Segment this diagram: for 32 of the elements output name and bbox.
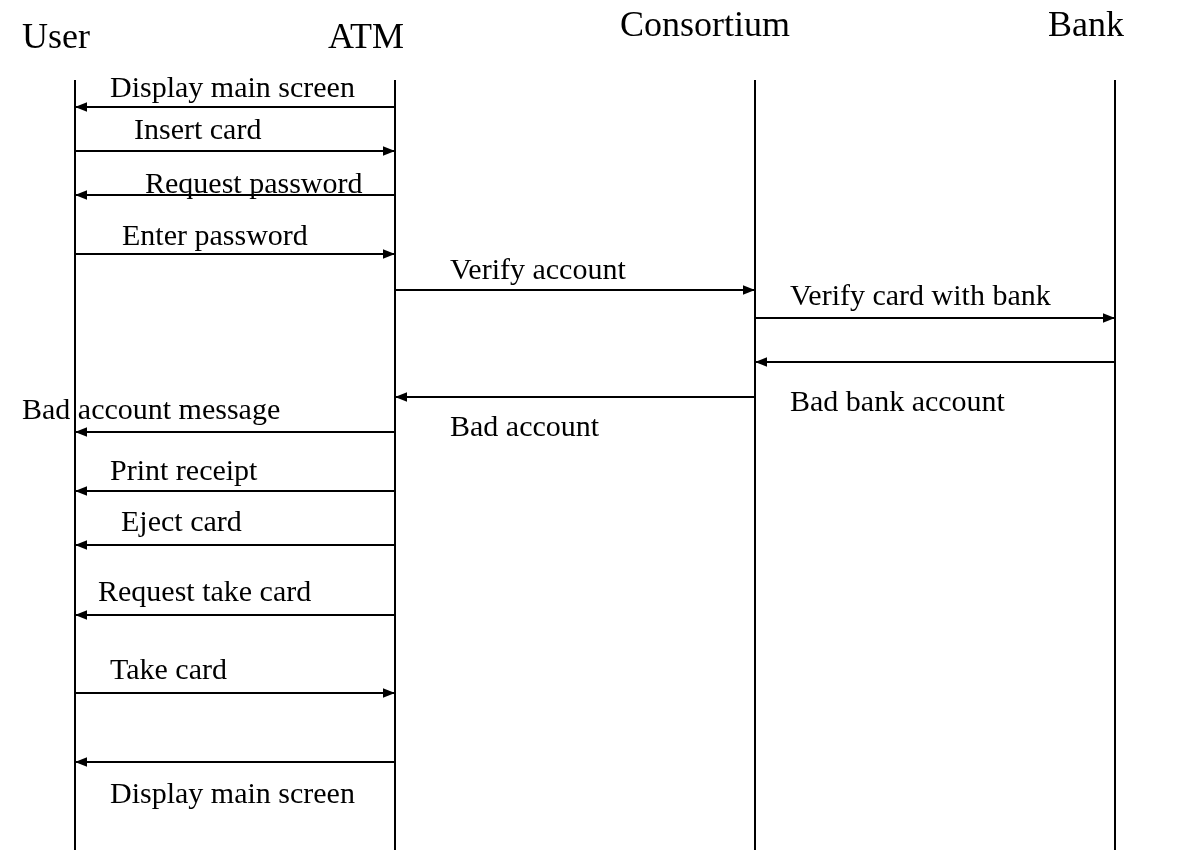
message-label: Bad bank account: [790, 386, 1005, 416]
message-label: Eject card: [121, 506, 242, 536]
message-arrow: [74, 102, 396, 112]
message-label: Request take card: [98, 576, 312, 606]
message-arrow: [754, 313, 1116, 323]
message-arrow: [74, 427, 396, 437]
message-label: Take card: [110, 654, 227, 684]
message-label: Bad account message: [22, 394, 281, 424]
message-arrow: [74, 146, 396, 156]
message-arrow: [74, 757, 396, 767]
message-arrow: [74, 249, 396, 259]
lifeline-header: ATM: [328, 18, 404, 54]
lifeline-header: User: [22, 18, 90, 54]
message-label: Bad account: [450, 411, 600, 441]
message-label: Print receipt: [110, 455, 258, 485]
message-label: Insert card: [134, 114, 262, 144]
message-arrow: [74, 540, 396, 550]
message-label: Display main screen: [110, 778, 355, 808]
message-arrow: [754, 357, 1116, 367]
message-arrow: [74, 688, 396, 698]
message-label: Request password: [145, 168, 363, 198]
lifeline-header: Bank: [1048, 6, 1124, 42]
message-label: Enter password: [122, 220, 308, 250]
message-label: Display main screen: [110, 72, 355, 102]
message-label: Verify card with bank: [790, 280, 1051, 310]
message-arrow: [394, 392, 756, 402]
message-arrow: [74, 486, 396, 496]
lifeline-header: Consortium: [620, 6, 790, 42]
message-arrow: [74, 190, 396, 200]
message-arrow: [74, 610, 396, 620]
message-label: Verify account: [450, 254, 626, 284]
message-arrow: [394, 285, 756, 295]
